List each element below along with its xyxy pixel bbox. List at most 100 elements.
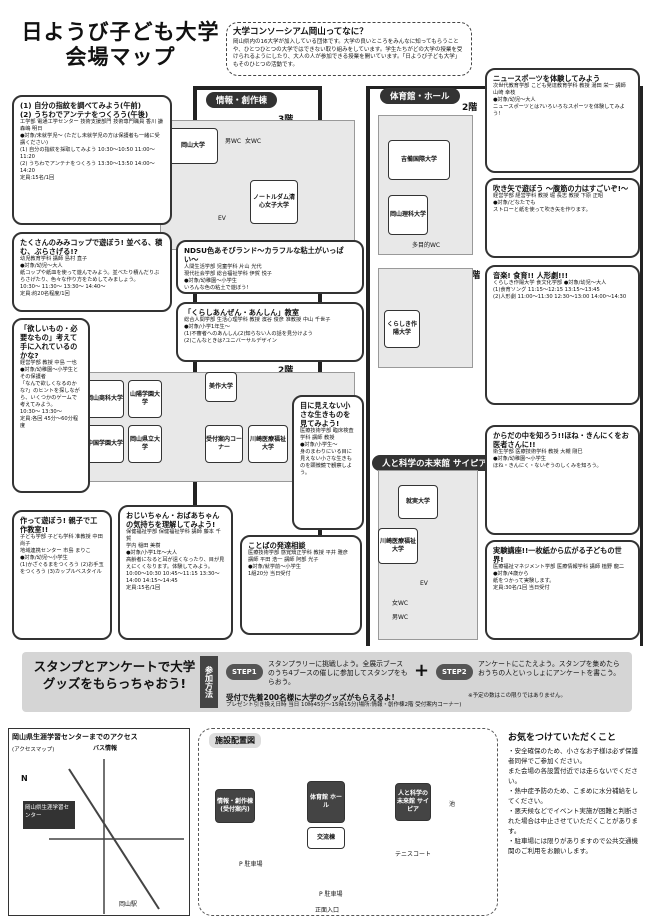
- title-line1: 日ようび子ども大学: [21, 20, 220, 44]
- cautions-heading: お気をつけていただくこと: [508, 733, 617, 743]
- stamp-bar: [22, 652, 632, 712]
- event-work-title: 作って遊ぼう! 親子で工作教室!!: [20, 516, 98, 534]
- event-kurashi: 「くらしあんぜん・あんしん」教室 総合人間学部 生活心理学科 教授 濱谷 俊彦 …: [176, 302, 364, 362]
- event-wanted-title: 実験講座!!一枚紙から広がる子どもの世界!: [493, 546, 622, 564]
- event-body: からだの中を知ろう!!ほね・きんにくをお医者さんに!! 衛生学部 医療技術学科 …: [485, 425, 640, 535]
- step1-badge: STEP1: [226, 664, 263, 680]
- event-robot: (1) 自分の指紋を調べてみよう(午前) (2) うちわでアンテナをつくろう(午…: [12, 95, 172, 225]
- facility-gym: 体育館 ホール: [307, 781, 345, 823]
- step2-badge: STEP2: [436, 664, 473, 680]
- room-bijutsu: 美作大学: [205, 372, 237, 402]
- north-icon: N: [21, 774, 28, 783]
- step1-desc: スタンプラリーに挑戦しよう。全展示ブースのうち4ブースの催しに参加してスタンプを…: [268, 660, 408, 686]
- event-news-title: ニュースポーツを体験してみよう: [493, 74, 601, 83]
- room-reception: 受付案内コーナー: [205, 425, 243, 463]
- event-elder-body: 保健福祉学部 保健福祉学科 講師 藤本 千賀 学内 稲田 美樹 ●対象/小学1年…: [126, 529, 225, 591]
- floor-2a: 2階: [462, 103, 478, 113]
- stamp-tagline: スタンプとアンケートで大学グッズをもらっちゃおう!: [33, 659, 196, 691]
- label-ev: EV: [218, 215, 226, 222]
- caution-item: ・熱中症予防のため、こまめに水分補給をしてください。: [508, 787, 638, 805]
- event-fuki-body: 経営学部 経営学科 教授 堀 長志 教授 下原 正昭 ●対象/どなたでも ストロ…: [493, 193, 604, 213]
- room-kawasaki2: 川崎医療福祉大学: [378, 528, 418, 564]
- room-kurashiki: くらしき作陽大学: [384, 310, 420, 348]
- station-label: 岡山駅: [119, 901, 138, 908]
- facility-tennis: テニスコート: [395, 851, 432, 858]
- facility-parking2: P 駐車場: [319, 891, 343, 898]
- room-notre: ノートルダム清心女子大学: [250, 180, 298, 224]
- room-rika: 岡山理科大学: [388, 195, 428, 235]
- event-music-body: くらしき作陽大学 食文化学部 ●対象/幼児〜大人 (1)食育ソング 11:15〜…: [493, 280, 627, 300]
- stamp-exchange: プレゼント引き換え日時 当日 10時45分〜15時15分(場所:情報・創作棟2階…: [226, 702, 462, 708]
- event-music-title: 音楽! 食育!! 人形劇!!!: [493, 271, 568, 280]
- event-fuki: 吹き矢で遊ぼう 〜腹筋の力はすごいぞ!〜 経営学部 経営学科 教授 堀 長志 教…: [485, 178, 640, 258]
- caution-item: ・悪天候などでイベント実施が困難と判断された場合は中止させていただくことがありま…: [508, 807, 638, 835]
- caution-item: また会場の各設置付近では走らないでください。: [508, 767, 638, 785]
- frame-line-mid: [366, 86, 370, 646]
- facility-pond: 池: [449, 801, 456, 808]
- event-want-body: 経営学部 教授 中島 一也 ●対象/幼稚園〜小学生とその保護者 「なんで欲しくな…: [20, 360, 80, 429]
- event-news-body: 次世代教育学部 こども発達教育学科 教授 湯田 栄一 講師 山崎 幸枝 ●対象/…: [493, 83, 626, 117]
- event-wanted: 実験講座!!一枚紙から広がる子どもの世界! 医療福祉マネジメント学部 医療情報学…: [485, 540, 640, 640]
- page-title: 日ようび子ども大学 会場マップ: [8, 20, 233, 70]
- stamp-method: 参加方法: [200, 656, 218, 708]
- event-wanted-body: 医療福祉マネジメント学部 医療情報学科 講師 植野 龍二 ●対象/4歳から 紙を…: [493, 564, 625, 591]
- label-ev2: EV: [420, 580, 428, 587]
- event-ndsu-title: NDSU色あそびランド〜カラフルな粘土がいっぱい〜: [184, 246, 344, 264]
- facility-map: 施設配置図 情報・創作棟 (受付案内) 体育館 ホール 人と科学の未来館 サイピ…: [198, 728, 498, 916]
- access-map: 岡山県生涯学習センターまでのアクセス (アクセスマップ) バス情報 N 岡山県生…: [8, 728, 190, 916]
- event-words: ことばの発達相談 医療技術学部 感覚矯正学科 教授 平井 雅彦 講師 平田 浩一…: [240, 535, 362, 635]
- facility-joho: 情報・創作棟 (受付案内): [215, 789, 255, 823]
- access-title: 岡山県生涯学習センターまでのアクセス: [12, 733, 138, 741]
- bus-info: バス情報: [93, 745, 118, 752]
- event-body-body: 衛生学部 医療技術学科 教授 大槻 剛巳 ●対象/幼稚園〜小学生 ほね・きんにく…: [493, 449, 602, 469]
- facility-gate: 正面入口: [315, 907, 340, 914]
- event-elder-title: おじいちゃん・おばあちゃんの気持ちを理解してみよう!: [126, 511, 220, 529]
- event-elder: おじいちゃん・おばあちゃんの気持ちを理解してみよう! 保健福祉学部 保健福祉学科…: [118, 505, 233, 640]
- event-invisible-body: 医療技術学部 臨床検査学科 講師 教授 ●対象/小学生〜 身のまわりにいる目に見…: [300, 428, 354, 476]
- intro-body: 岡山県内の16大学が加入している団体です。大学の良いところをみんなに知ってもらう…: [233, 39, 463, 68]
- event-music: 音楽! 食育!! 人形劇!!! くらしき作陽大学 食文化学部 ●対象/幼児〜大人…: [485, 265, 640, 405]
- access-roads: [49, 759, 184, 914]
- event-want: 「欲しいもの・必要なもの」考えて手に入れているのかな? 経営学部 教授 中島 一…: [12, 318, 90, 493]
- event-want-title: 「欲しいもの・必要なもの」考えて手に入れているのかな?: [20, 324, 78, 360]
- cautions: お気をつけていただくこと ・安全確保のため、小さなお子様は必ず保護者同伴でご参加…: [508, 733, 644, 856]
- label-wc-m2: 男WC: [392, 614, 409, 621]
- step2-desc: アンケートにこたえよう。スタンプを集めたらおうちの人といっしょにアンケートを書こ…: [478, 660, 621, 677]
- facility-science: 人と科学の未来館 サイピア: [395, 783, 431, 821]
- caution-item: ・安全確保のため、小さなお子様は必ず保護者同伴でご参加ください。: [508, 747, 638, 765]
- stamp-prize-note: ※予定の数はこの限りではありません。: [468, 693, 566, 699]
- section-science: 人と科学の未来館 サイピア: [372, 455, 497, 471]
- event-kurashi-title: 「くらしあんぜん・あんしん」教室: [184, 308, 300, 317]
- room-sanyo: 山陽学園大学: [128, 380, 162, 418]
- event-hand-body: 幼児教育学科 講師 島村 直子 ●対象/幼児〜大人 紙コップや紙皿を使って遊んで…: [20, 256, 160, 297]
- event-work-body: 子ども学部 子ども学科 准教授 中田 尚子 地域連携センター 市島 まりこ ●対…: [20, 534, 104, 575]
- stamp-prize: 受付で先着200名様に大学のグッズがもらえるよ!: [226, 693, 395, 702]
- event-robot-body: 工学部 電通工学センター 技術支援部門 技術専門職員 香川 謙 森嶋 明日 ●対…: [20, 119, 164, 181]
- facility-exchange: 交流棟: [307, 827, 345, 849]
- event-hand-title: たくさんのみみコップで遊ぼう! 並べる、積む、ぶらさげる!?: [20, 238, 163, 256]
- title-line2: 会場マップ: [65, 45, 176, 69]
- intro-box: 大学コンソーシアム岡山ってなに？ 岡山県内の16大学が加入している団体です。大学…: [226, 22, 472, 76]
- event-invisible: 目に見えない小さな生きものを見てみよう! 医療技術学部 臨床検査学科 講師 教授…: [292, 395, 364, 530]
- event-invisible-title: 目に見えない小さな生きものを見てみよう!: [300, 401, 351, 428]
- facility-parking1: P 駐車場: [239, 861, 263, 868]
- room-okadai: 岡山大学: [168, 128, 218, 164]
- label-wc-f: 女WC: [245, 138, 262, 145]
- facility-title: 施設配置図: [209, 733, 261, 748]
- frame-line-far: [640, 86, 643, 646]
- section-joho: 情報・創作棟: [206, 92, 278, 108]
- event-words-body: 医療技術学部 感覚矯正学科 教授 平井 雅彦 講師 平田 浩一 講師 阿部 光子…: [248, 550, 348, 577]
- room-kenritsu: 岡山県立大学: [128, 425, 162, 463]
- label-wc-m: 男WC: [225, 138, 242, 145]
- room-shujitsu: 就実大学: [398, 485, 438, 519]
- room-okashoka: 岡山商科大学: [86, 380, 124, 418]
- floor-2b: 2階: [278, 366, 294, 376]
- label-wc-f2: 女WC: [392, 600, 409, 607]
- intro-heading: 大学コンソーシアム岡山ってなに？: [233, 27, 368, 37]
- event-ndsu-body: 人間生活学部 児童学科 片山 光代 現代社会学部 総合福祉学科 伊賀 悦子 ●対…: [184, 264, 272, 291]
- label-taigu: 多目的WC: [412, 242, 441, 249]
- event-body-title: からだの中を知ろう!!ほね・きんにくをお医者さんに!!: [493, 431, 629, 449]
- frame-line-top: [193, 86, 318, 90]
- caution-item: ・駐車場には限りがありますので公共交通機関のご利用をお願いします。: [508, 837, 638, 855]
- room-kawasaki: 川崎医療福祉大学: [248, 425, 288, 463]
